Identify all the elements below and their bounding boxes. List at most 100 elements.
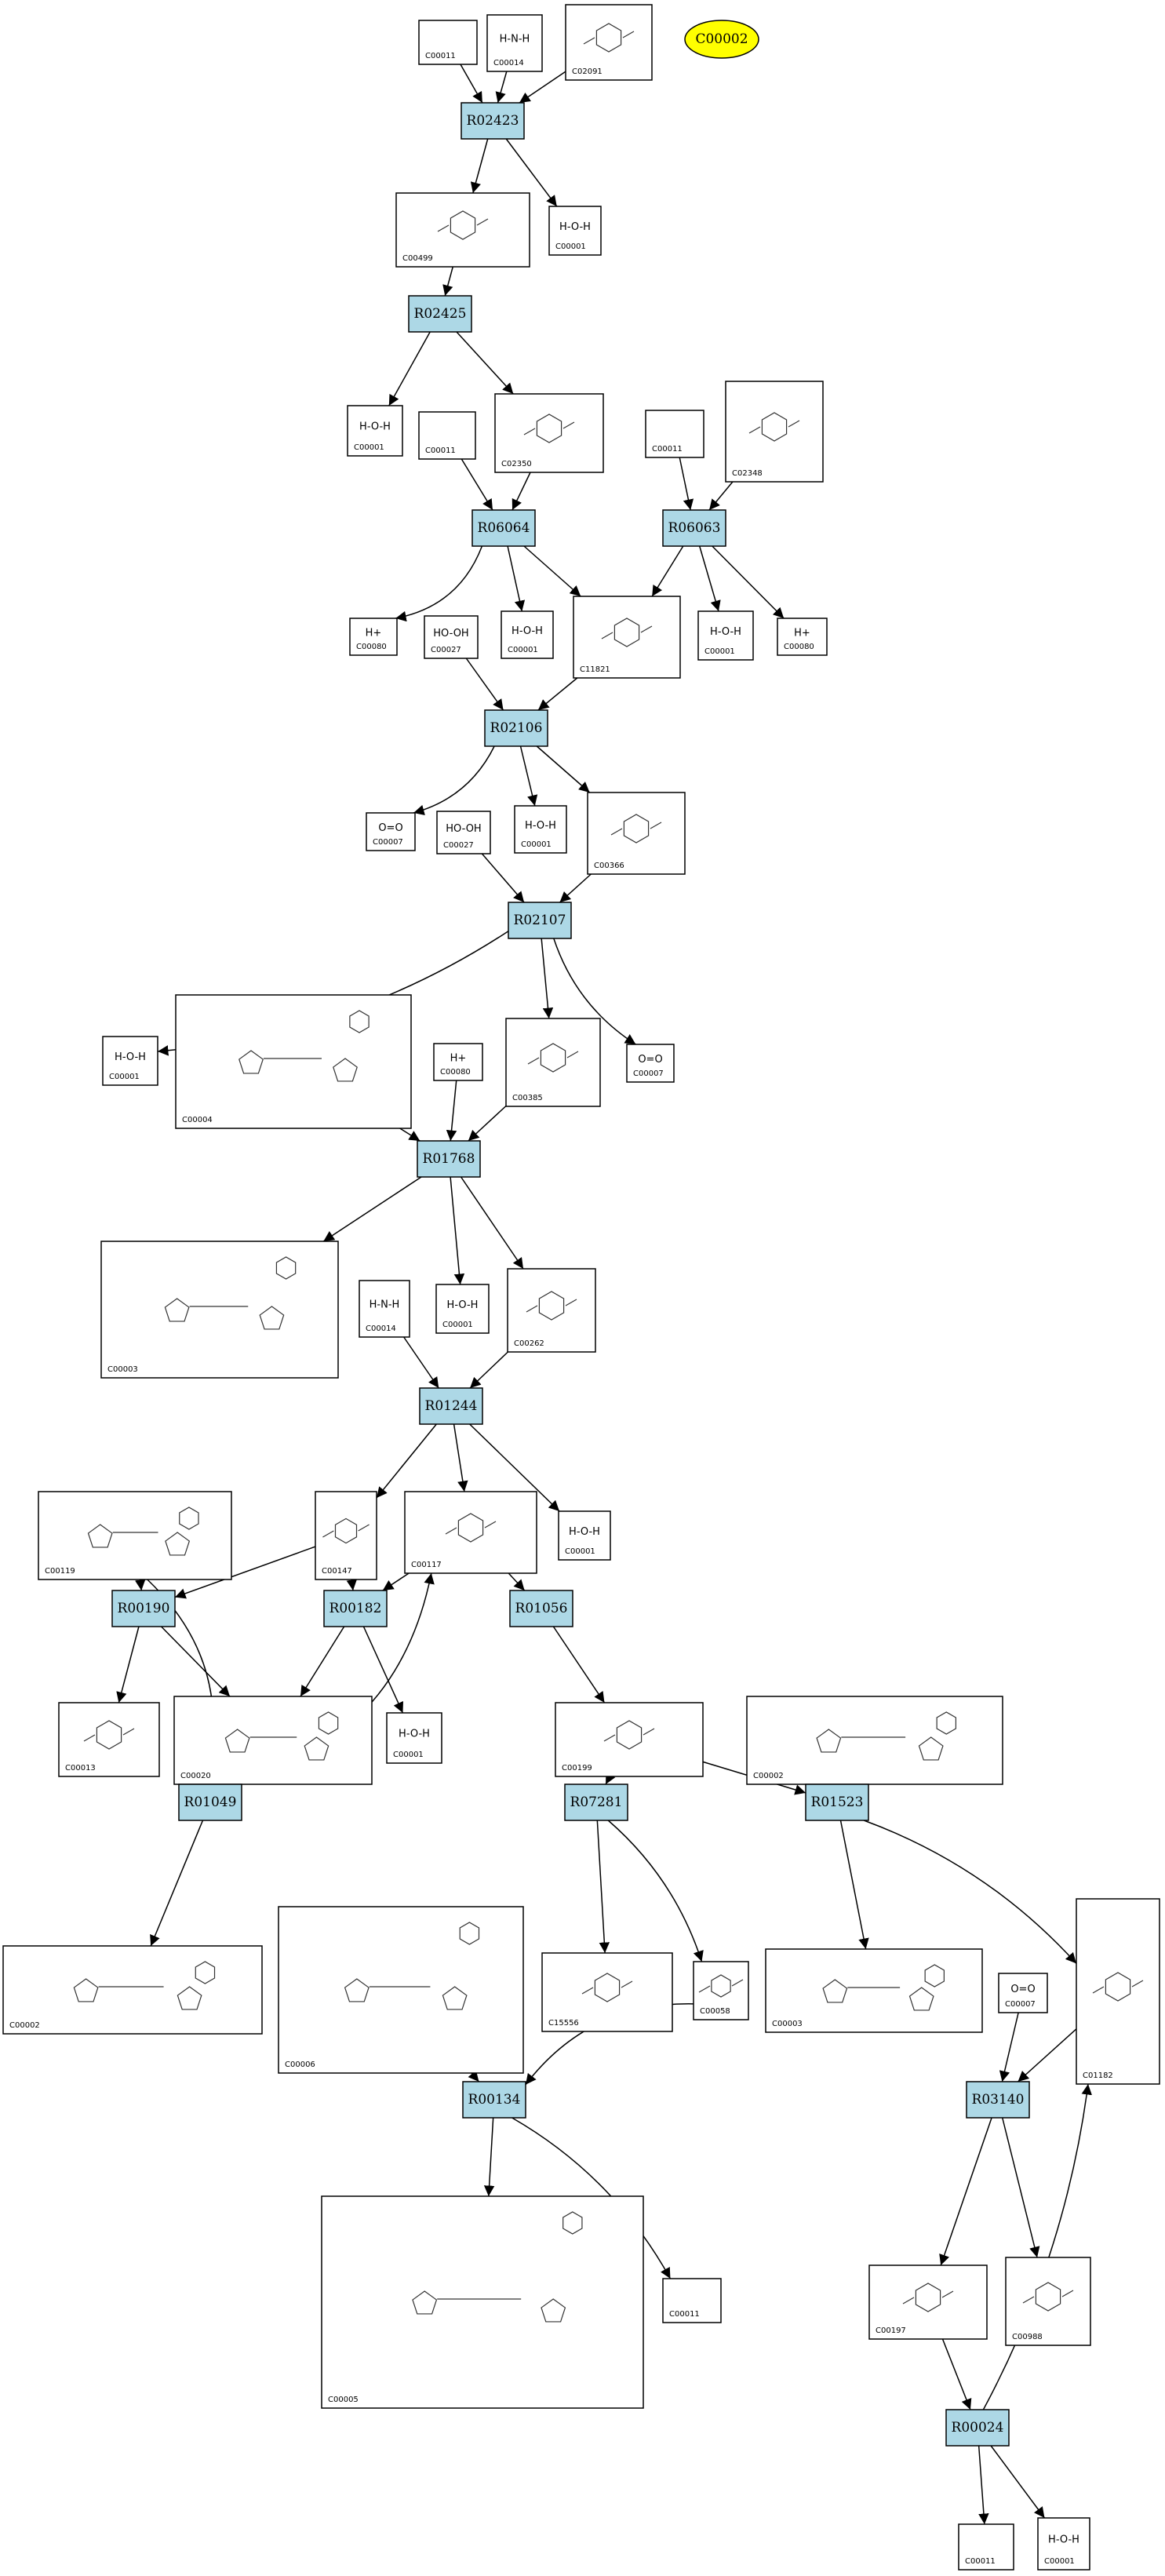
compound-c00011[interactable]: C00011: [418, 411, 476, 460]
reaction-r02425[interactable]: R02425: [408, 295, 472, 333]
compound-box[interactable]: [587, 792, 686, 875]
reaction-r02107[interactable]: R02107: [508, 902, 572, 939]
compound-c00002[interactable]: C00002: [746, 1696, 1003, 1785]
reaction-r06064[interactable]: R06064: [471, 509, 536, 547]
reaction-box[interactable]: [111, 1590, 176, 1627]
compound-box[interactable]: [1076, 1898, 1160, 2085]
reaction-box[interactable]: [966, 2081, 1030, 2119]
compound-box[interactable]: [173, 1696, 373, 1785]
compound-c02348[interactable]: C02348: [725, 381, 824, 483]
compound-c00080[interactable]: H+C00080: [777, 618, 828, 656]
compound-c00003[interactable]: C00003: [765, 1948, 983, 2033]
compound-c00002[interactable]: C00002: [2, 1945, 263, 2035]
compound-c00366[interactable]: C00366: [587, 792, 686, 875]
compound-box[interactable]: [558, 1510, 611, 1561]
compound-c00011[interactable]: C00011: [418, 20, 478, 65]
compound-box[interactable]: [746, 1696, 1003, 1785]
compound-box[interactable]: [626, 1044, 675, 1083]
compound-c00197[interactable]: C00197: [868, 2264, 988, 2340]
compound-box[interactable]: [548, 206, 602, 256]
reaction-box[interactable]: [805, 1784, 869, 1821]
reaction-r01244[interactable]: R01244: [419, 1387, 483, 1425]
compound-box[interactable]: [175, 994, 412, 1129]
reaction-r03140[interactable]: R03140: [966, 2081, 1030, 2119]
reaction-r02106[interactable]: R02106: [484, 709, 548, 747]
compound-box[interactable]: [418, 20, 478, 65]
compound-box[interactable]: [38, 1491, 232, 1580]
compound-box[interactable]: [645, 410, 704, 458]
compound-c00080[interactable]: H+C00080: [433, 1043, 483, 1081]
compound-c00119[interactable]: C00119: [38, 1491, 232, 1580]
reaction-r00182[interactable]: R00182: [323, 1590, 388, 1627]
reaction-box[interactable]: [419, 1387, 483, 1425]
reaction-r01523[interactable]: R01523: [805, 1784, 869, 1821]
compound-box[interactable]: [868, 2264, 988, 2340]
reaction-box[interactable]: [509, 1590, 573, 1627]
compound-box[interactable]: [102, 1036, 158, 1086]
reaction-r00190[interactable]: R00190: [111, 1590, 176, 1627]
reaction-r01056[interactable]: R01056: [509, 1590, 573, 1627]
target-compound-c00002[interactable]: C00002: [684, 20, 759, 59]
compound-c00262[interactable]: C00262: [507, 1268, 596, 1353]
compound-box[interactable]: [1005, 2257, 1091, 2346]
compound-box[interactable]: [1037, 2517, 1090, 2571]
compound-box[interactable]: [541, 1952, 673, 2032]
reaction-r01768[interactable]: R01768: [417, 1140, 481, 1178]
compound-box[interactable]: [725, 381, 824, 483]
compound-box[interactable]: [436, 811, 491, 854]
compound-box[interactable]: [404, 1491, 537, 1574]
compound-box[interactable]: [697, 610, 754, 661]
compound-box[interactable]: [565, 4, 653, 81]
compound-box[interactable]: [486, 14, 543, 72]
reaction-box[interactable]: [462, 2081, 526, 2119]
compound-box[interactable]: [366, 812, 416, 851]
compound-c11821[interactable]: C11821: [573, 596, 681, 679]
compound-c00006[interactable]: C00006: [278, 1906, 524, 2074]
compound-box[interactable]: [359, 1280, 410, 1338]
reaction-r00024[interactable]: R00024: [945, 2409, 1010, 2447]
compound-c00080[interactable]: H+C00080: [349, 618, 398, 656]
compound-box[interactable]: [424, 615, 479, 659]
compound-box[interactable]: [386, 1712, 442, 1764]
compound-c00011[interactable]: C00011: [958, 2523, 1014, 2571]
compound-box[interactable]: [514, 805, 567, 854]
compound-box[interactable]: [418, 411, 476, 460]
reaction-box[interactable]: [461, 102, 525, 140]
compound-c00117[interactable]: C00117: [404, 1491, 537, 1574]
compound-box[interactable]: [321, 2195, 644, 2409]
compound-c00005[interactable]: C00005: [321, 2195, 644, 2409]
compound-box[interactable]: [58, 1702, 160, 1777]
compound-box[interactable]: [347, 405, 403, 457]
reaction-r06063[interactable]: R06063: [662, 509, 726, 547]
target-ellipse[interactable]: [684, 20, 759, 59]
reaction-r02423[interactable]: R02423: [461, 102, 525, 140]
compound-box[interactable]: [2, 1945, 263, 2035]
compound-box[interactable]: [777, 618, 828, 656]
compound-c00011[interactable]: C00011: [645, 410, 704, 458]
compound-c00385[interactable]: C00385: [505, 1018, 601, 1107]
reaction-r07281[interactable]: R07281: [564, 1784, 628, 1821]
compound-c00004[interactable]: C00004: [175, 994, 412, 1129]
compound-c02091[interactable]: C02091: [565, 4, 653, 81]
compound-box[interactable]: [349, 618, 398, 656]
reaction-box[interactable]: [945, 2409, 1010, 2447]
reaction-box[interactable]: [417, 1140, 481, 1178]
compound-c00988[interactable]: C00988: [1005, 2257, 1091, 2346]
reaction-r00134[interactable]: R00134: [462, 2081, 526, 2119]
compound-c00013[interactable]: C00013: [58, 1702, 160, 1777]
compound-box[interactable]: [505, 1018, 601, 1107]
compound-box[interactable]: [765, 1948, 983, 2033]
compound-c00020[interactable]: C00020: [173, 1696, 373, 1785]
